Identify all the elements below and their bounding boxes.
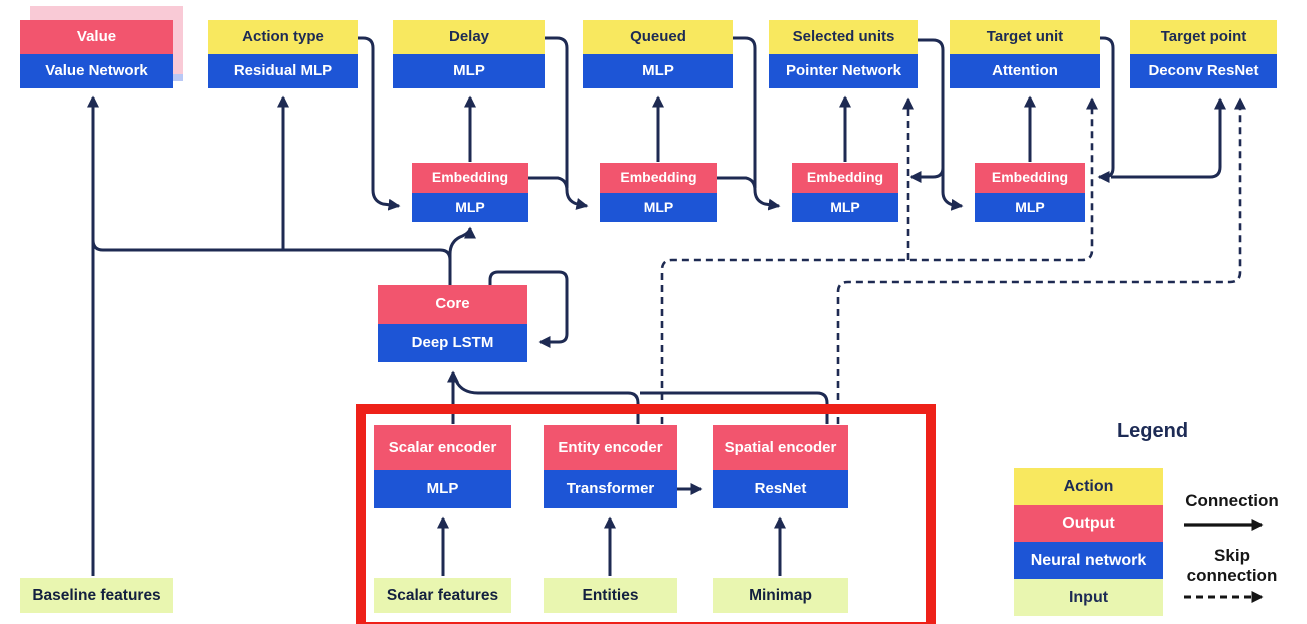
delay-mlp-label: MLP [393, 54, 545, 88]
skip-connections [660, 97, 1246, 424]
embedding1-mlp-label: MLP [412, 192, 528, 222]
conn-core-to-embedding1 [448, 226, 476, 285]
node-entities: Entities [544, 578, 677, 613]
node-core: Core Deep LSTM [378, 285, 527, 362]
node-value: Value Value Network [20, 20, 173, 88]
embedding2-mlp-label: MLP [600, 192, 717, 222]
conn-targetunit-to-embedding4 [1097, 36, 1115, 183]
node-target-point: Target point Deconv ResNet [1130, 20, 1277, 88]
delay-label: Delay [393, 20, 545, 54]
attention-label: Attention [950, 54, 1100, 88]
node-embedding-1: Embedding MLP [412, 163, 528, 222]
deconv-resnet-label: Deconv ResNet [1130, 54, 1277, 88]
conn-queued-down [733, 36, 757, 188]
target-point-label: Target point [1130, 20, 1277, 54]
legend-swatch-input: Input [1014, 579, 1163, 616]
residual-mlp-label: Residual MLP [208, 54, 358, 88]
skip-spatialencoder-to-targetpoint [836, 97, 1246, 424]
node-queued: Queued MLP [583, 20, 733, 88]
transformer-label: Transformer [544, 470, 677, 508]
node-minimap: Minimap [713, 578, 848, 613]
conn-embedding2-to-embedding3 [717, 176, 781, 211]
conn-embedding4-to-targetpoint [1111, 97, 1226, 179]
value-network-label: Value Network [20, 54, 173, 88]
legend-swatch-action: Action [1014, 468, 1163, 505]
node-scalar-features: Scalar features [374, 578, 511, 613]
conn-spatialencoder-to-core [640, 391, 829, 424]
conn-core-trunk-left [91, 236, 452, 285]
conn-delay-down [545, 36, 569, 188]
embedding3-mlp-label: MLP [792, 192, 898, 222]
node-baseline-features: Baseline features [20, 578, 173, 613]
legend-title: Legend [1116, 420, 1189, 442]
selected-units-label: Selected units [769, 20, 918, 54]
node-action-type: Action type Residual MLP [208, 20, 358, 88]
queued-mlp-label: MLP [583, 54, 733, 88]
node-embedding-4: Embedding MLP [975, 163, 1085, 222]
core-label: Core [378, 285, 527, 324]
scalar-encoder-label: Scalar encoder [374, 425, 511, 470]
embedding2-label: Embedding [600, 163, 717, 193]
pointer-network-label: Pointer Network [769, 54, 918, 88]
node-spatial-encoder: Spatial encoder ResNet [713, 425, 848, 508]
spatial-encoder-label: Spatial encoder [713, 425, 848, 470]
legend-swatch-output: Output [1014, 505, 1163, 542]
conn-core-recurrent-loop [488, 270, 569, 348]
conn-actiontype-to-embedding1 [358, 36, 401, 211]
embedding4-label: Embedding [975, 163, 1085, 193]
queued-label: Queued [583, 20, 733, 54]
node-delay: Delay MLP [393, 20, 545, 88]
entity-encoder-label: Entity encoder [544, 425, 677, 470]
legend-arrows [1184, 519, 1264, 603]
conn-entityencoder-to-core [451, 373, 640, 424]
node-scalar-encoder: Scalar encoder MLP [374, 425, 511, 508]
scalar-encoder-mlp-label: MLP [374, 470, 511, 508]
node-embedding-2: Embedding MLP [600, 163, 717, 222]
node-target-unit: Target unit Attention [950, 20, 1100, 88]
node-embedding-3: Embedding MLP [792, 163, 898, 222]
conn-selectedunits-to-embedding4 [918, 38, 964, 211]
embedding3-label: Embedding [792, 163, 898, 193]
conn-selectedunits-to-embedding3 [909, 167, 945, 183]
value-output-label: Value [20, 20, 173, 54]
resnet-label: ResNet [713, 470, 848, 508]
conn-embedding1-to-embedding2 [528, 176, 589, 210]
legend-swatch-neural-network: Neural network [1014, 542, 1163, 579]
legend-skip-connection-label: Skip connection [1186, 546, 1278, 585]
embedding1-label: Embedding [412, 163, 528, 193]
solid-connections [87, 36, 1226, 576]
target-unit-label: Target unit [950, 20, 1100, 54]
deep-lstm-label: Deep LSTM [378, 323, 527, 362]
node-selected-units: Selected units Pointer Network [769, 20, 918, 88]
action-type-label: Action type [208, 20, 358, 54]
node-entity-encoder: Entity encoder Transformer [544, 425, 677, 508]
embedding4-mlp-label: MLP [975, 192, 1085, 222]
legend-connection-label: Connection [1185, 491, 1279, 510]
skip-entityencoder-to-attention [660, 97, 1098, 424]
